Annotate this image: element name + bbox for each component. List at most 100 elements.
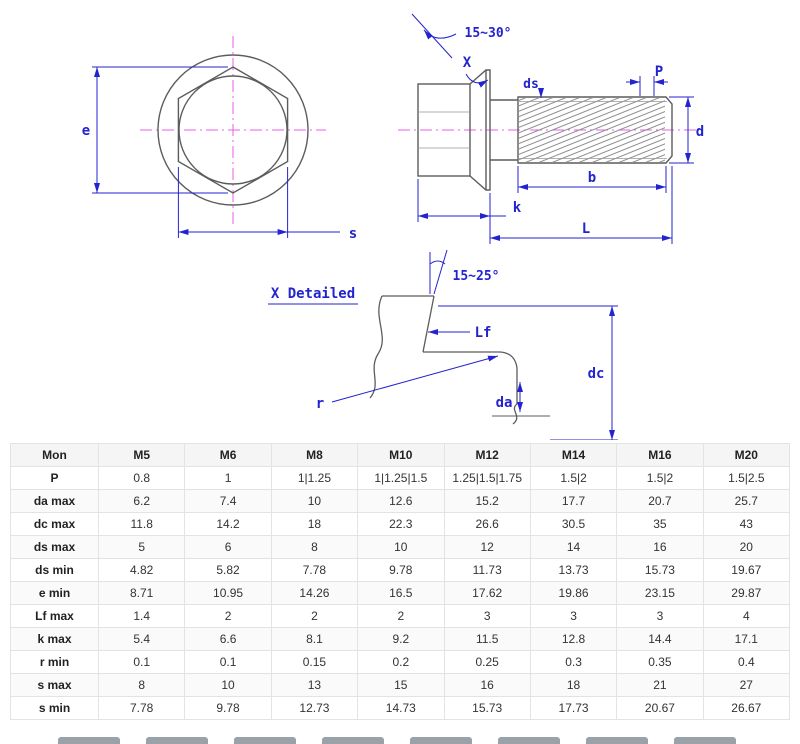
table-cell: 10 — [357, 535, 445, 559]
dim-label-p: P — [655, 64, 663, 80]
table-cell: 20 — [702, 535, 791, 559]
table-cell: 27 — [702, 673, 791, 697]
table-cell: 15.2 — [443, 489, 531, 513]
table-cell: 0.35 — [616, 650, 704, 674]
table-cell: 0.25 — [443, 650, 531, 674]
table-cell: 6 — [184, 535, 272, 559]
table-cell: 35 — [616, 512, 704, 536]
product-thumbnail[interactable] — [674, 737, 736, 744]
col-header: M8 — [270, 443, 359, 467]
table-cell: 25.7 — [702, 489, 791, 513]
product-thumbnail[interactable] — [322, 737, 384, 744]
table-cell: 5.4 — [97, 627, 186, 651]
table-cell: 15 — [357, 673, 445, 697]
row-header: ds min — [10, 558, 99, 582]
table-cell: 26.67 — [702, 696, 791, 720]
table-cell: 12.8 — [529, 627, 618, 651]
col-header: M5 — [97, 443, 186, 467]
row-header: dc max — [10, 512, 99, 536]
table-cell: 1.25|1.5|1.75 — [443, 466, 531, 490]
product-thumbnail[interactable] — [586, 737, 648, 744]
detail-view: X Detailed 15~2 — [268, 249, 618, 441]
table-cell: 14.26 — [270, 581, 359, 605]
table-cell: 19.67 — [702, 558, 791, 582]
col-header: Mon — [10, 443, 99, 467]
dim-label-lf: Lf — [475, 325, 492, 341]
table-cell: 8 — [97, 673, 186, 697]
row-header: e min — [10, 581, 99, 605]
row-header: ds max — [10, 535, 99, 559]
spec-table-section: Mon M5 M6 M8 M10 M12 M14 M16 M20 P 0.8 1… — [10, 443, 791, 720]
col-header: M6 — [184, 443, 272, 467]
row-header: P — [10, 466, 99, 490]
table-cell: 3 — [443, 604, 531, 628]
table-cell: 4.82 — [97, 558, 186, 582]
col-header: M12 — [443, 443, 531, 467]
dim-label-e: e — [82, 123, 90, 139]
table-cell: 2 — [184, 604, 272, 628]
table-cell: 1.5|2.5 — [702, 466, 791, 490]
col-header: M10 — [357, 443, 445, 467]
table-cell: 18 — [270, 512, 359, 536]
table-cell: 6.2 — [97, 489, 186, 513]
table-cell: 0.15 — [270, 650, 359, 674]
table-cell: 15.73 — [443, 696, 531, 720]
table-cell: 21 — [616, 673, 704, 697]
col-header: M16 — [616, 443, 704, 467]
table-cell: 14.73 — [357, 696, 445, 720]
table-cell: 17.62 — [443, 581, 531, 605]
table-cell: 17.1 — [702, 627, 791, 651]
dim-label-b: b — [588, 170, 596, 186]
table-cell: 10.95 — [184, 581, 272, 605]
product-thumbnail[interactable] — [58, 737, 120, 744]
table-cell: 0.4 — [702, 650, 791, 674]
table-cell: 2 — [357, 604, 445, 628]
col-header: M14 — [529, 443, 618, 467]
table-cell: 18 — [529, 673, 618, 697]
table-row: ds max 5 6 8 10 12 14 16 20 — [10, 535, 791, 559]
table-cell: 1.5|2 — [529, 466, 618, 490]
table-cell: 17.7 — [529, 489, 618, 513]
table-cell: 20.7 — [616, 489, 704, 513]
table-cell: 1|1.25|1.5 — [357, 466, 445, 490]
table-cell: 29.87 — [702, 581, 791, 605]
dim-label-l: L — [582, 221, 590, 237]
table-row: s min 7.78 9.78 12.73 14.73 15.73 17.73 … — [10, 696, 791, 720]
table-cell: 16 — [616, 535, 704, 559]
row-header: da max — [10, 489, 99, 513]
table-cell: 9.2 — [357, 627, 445, 651]
dim-label-angle-detail: 15~25° — [453, 269, 500, 284]
technical-drawing: e s — [82, 13, 704, 441]
col-header: M20 — [702, 443, 791, 467]
dim-label-da: da — [496, 395, 513, 411]
product-thumbnail[interactable] — [410, 737, 472, 744]
table-cell: 7.78 — [97, 696, 186, 720]
row-header: s min — [10, 696, 99, 720]
table-cell: 11.8 — [97, 512, 186, 536]
table-cell: 22.3 — [357, 512, 445, 536]
table-cell: 17.73 — [529, 696, 618, 720]
front-view: e s — [82, 54, 357, 242]
product-thumbnail[interactable] — [234, 737, 296, 744]
table-cell: 0.3 — [529, 650, 618, 674]
table-cell: 23.15 — [616, 581, 704, 605]
table-row: P 0.8 1 1|1.25 1|1.25|1.5 1.25|1.5|1.75 … — [10, 466, 791, 490]
table-cell: 13.73 — [529, 558, 618, 582]
table-cell: 2 — [270, 604, 359, 628]
table-cell: 3 — [529, 604, 618, 628]
table-row: ds min 4.82 5.82 7.78 9.78 11.73 13.73 1… — [10, 558, 791, 582]
table-cell: 5.82 — [184, 558, 272, 582]
spec-table: Mon M5 M6 M8 M10 M12 M14 M16 M20 P 0.8 1… — [10, 443, 791, 720]
table-cell: 8.71 — [97, 581, 186, 605]
product-thumbnail[interactable] — [146, 737, 208, 744]
dim-label-dc: dc — [588, 366, 605, 382]
table-cell: 9.78 — [184, 696, 272, 720]
table-cell: 30.5 — [529, 512, 618, 536]
product-thumbnail[interactable] — [498, 737, 560, 744]
table-cell: 9.78 — [357, 558, 445, 582]
table-cell: 4 — [702, 604, 791, 628]
dim-label-s: s — [349, 226, 357, 242]
table-cell: 11.73 — [443, 558, 531, 582]
table-cell: 8.1 — [270, 627, 359, 651]
table-cell: 12.73 — [270, 696, 359, 720]
